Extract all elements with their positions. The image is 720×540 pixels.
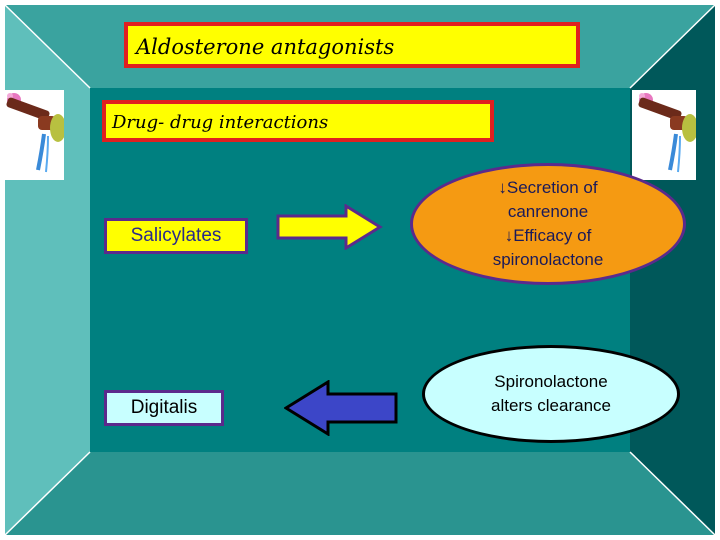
slide-title: Aldosterone antagonists bbox=[124, 22, 580, 68]
arrow-left-icon bbox=[284, 380, 398, 436]
slide-subtitle: Drug- drug interactions bbox=[102, 100, 494, 142]
drug-box-digitalis: Digitalis bbox=[104, 390, 224, 426]
effect-ellipse-digitalis: Spironolactone alters clearance bbox=[422, 345, 680, 443]
faucet-kidney-icon-right bbox=[632, 90, 698, 180]
arrow-right-icon bbox=[276, 204, 383, 250]
effect-line: canrenone bbox=[507, 202, 589, 221]
effect-ellipse-salicylates: ↓Secretion of canrenone ↓Efficacy of spi… bbox=[410, 163, 686, 285]
effect-line: spironolactone bbox=[492, 250, 604, 269]
frame-left-bevel bbox=[4, 4, 90, 536]
frame-bottom-bevel bbox=[4, 452, 716, 536]
effect-line: alters clearance bbox=[490, 396, 611, 415]
drug-box-salicylates: Salicylates bbox=[104, 218, 248, 254]
effect-line: ↓Secretion of bbox=[498, 178, 598, 197]
faucet-kidney-icon-left bbox=[0, 90, 66, 180]
frame-right-bevel bbox=[630, 4, 716, 536]
effect-line: Spironolactone bbox=[494, 372, 608, 391]
effect-line: ↓Efficacy of bbox=[504, 226, 592, 245]
